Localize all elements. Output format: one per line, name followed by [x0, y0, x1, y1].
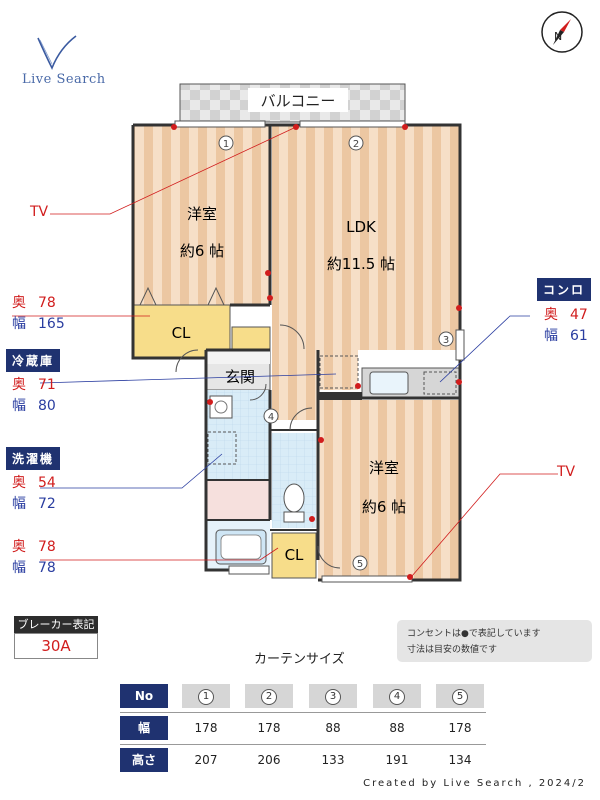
- curtain-no-3: 3: [309, 684, 357, 708]
- bath-depth-value: 78: [38, 539, 56, 555]
- bath-depth-label: 奥: [12, 539, 26, 555]
- window-number-2: 2: [353, 139, 359, 150]
- closet-bottom: [271, 532, 317, 579]
- ldk-size: 約11.5 帖: [327, 255, 395, 273]
- balcony-label: バルコニー: [261, 92, 336, 110]
- breaker-title: ブレーカー表記: [14, 616, 98, 633]
- note-line-1: コンセントは●で表記しています: [407, 629, 541, 639]
- leader-lines-red: [12, 126, 558, 577]
- curtain-height-5: 134: [448, 753, 472, 767]
- washer-width-value: 72: [38, 496, 56, 512]
- curtain-header-no: No: [120, 684, 168, 708]
- window-number-4: 4: [268, 412, 274, 423]
- ldk-lower-strip: [318, 350, 358, 390]
- curtain-no-4: 4: [373, 684, 421, 708]
- fridge-depth-label: 奥: [12, 377, 26, 393]
- tv-left-label: TV: [30, 204, 49, 220]
- bath-width-value: 78: [38, 560, 56, 576]
- windows: [174, 120, 465, 583]
- bath-dims: 奥 78 幅 78: [12, 537, 56, 579]
- doors: [175, 324, 341, 569]
- ldk-room: [272, 125, 460, 350]
- stove-width-label: 幅: [544, 328, 558, 344]
- closet-top-small: [231, 326, 271, 350]
- washer-dims: 奥 54 幅 72: [12, 473, 56, 515]
- stove-depth-label: 奥: [544, 307, 558, 323]
- breaker-value: 30A: [14, 633, 98, 659]
- washer-depth-label: 奥: [12, 475, 26, 491]
- window-number-markers: [218, 135, 454, 571]
- stove-width-value: 61: [570, 328, 588, 344]
- fridge-width-label: 幅: [12, 398, 26, 414]
- bath-width-label: 幅: [12, 560, 26, 576]
- curtain-width-header: 幅: [120, 716, 168, 740]
- washer-width-label: 幅: [12, 496, 26, 512]
- compass-letter: N: [554, 30, 562, 43]
- cl-depth-label: 奥: [12, 295, 26, 311]
- live-search-logo-icon: [37, 35, 77, 70]
- window-number-5: 5: [357, 559, 363, 570]
- toilet-fixture: [283, 483, 305, 523]
- hallway: [272, 350, 318, 420]
- curtain-title: カーテンサイズ: [254, 652, 345, 667]
- fridge-tag: 冷蔵庫: [6, 349, 61, 372]
- bathroom-floor: [206, 480, 270, 520]
- stove-space: [423, 371, 457, 395]
- curtain-width-1: 178: [194, 721, 218, 735]
- notes-box: コンセントは●で表記しています 寸法は目安の数値です: [397, 620, 592, 662]
- curtain-height-4: 191: [385, 753, 409, 767]
- curtain-width-4: 88: [389, 721, 405, 735]
- curtain-no-1: 1: [182, 684, 230, 708]
- logo-text: Live Search: [22, 72, 106, 87]
- cl-width-label: 幅: [12, 316, 26, 332]
- washer-depth-value: 54: [38, 475, 56, 491]
- tv-right-label: TV: [557, 464, 576, 480]
- curtain-no-2: 2: [245, 684, 293, 708]
- closet-top-label: CL: [172, 324, 191, 342]
- curtain-height-2: 206: [257, 753, 281, 767]
- curtain-width-3: 88: [325, 721, 341, 735]
- stove-dims: 奥 47 幅 61: [544, 305, 588, 347]
- window-number-3: 3: [443, 335, 449, 346]
- floor-plan: バルコニー: [12, 83, 558, 583]
- window-number-1: 1: [223, 139, 229, 150]
- compass-icon: N: [541, 11, 583, 53]
- kitchen-sink: [369, 371, 409, 395]
- curtain-width-5: 178: [448, 721, 472, 735]
- cl-width-value: 165: [38, 316, 65, 332]
- fridge-width-value: 80: [38, 398, 56, 414]
- western-bottom-name: 洋室: [369, 459, 399, 477]
- western-top-name: 洋室: [187, 205, 217, 223]
- curtain-width-2: 178: [257, 721, 281, 735]
- western-top-size: 約6 帖: [180, 242, 224, 260]
- curtain-height-header: 高さ: [120, 748, 168, 772]
- leader-lines-blue: [39, 315, 530, 489]
- fridge-dims: 奥 71 幅 80: [12, 375, 56, 417]
- fridge-depth-value: 71: [38, 377, 56, 393]
- note-line-2: 寸法は目安の数値です: [407, 645, 498, 655]
- washer-tag: 洗濯機: [6, 447, 61, 470]
- cl-dims: 奥 78 幅 165: [12, 293, 65, 335]
- curtain-height-1: 207: [194, 753, 218, 767]
- stove-tag: コンロ: [537, 278, 592, 301]
- western-bottom-size: 約6 帖: [362, 498, 406, 516]
- ldk-name: LDK: [346, 218, 377, 236]
- footer-credit: Created by Live Search , 2024/2: [363, 778, 586, 789]
- curtain-no-5: 5: [436, 684, 484, 708]
- stove-depth-value: 47: [570, 307, 588, 323]
- cl-depth-value: 78: [38, 295, 56, 311]
- closet-bottom-label: CL: [285, 546, 304, 564]
- western-room-bottom: [318, 400, 460, 580]
- western-room-top: [133, 125, 270, 305]
- curtain-height-3: 133: [321, 753, 345, 767]
